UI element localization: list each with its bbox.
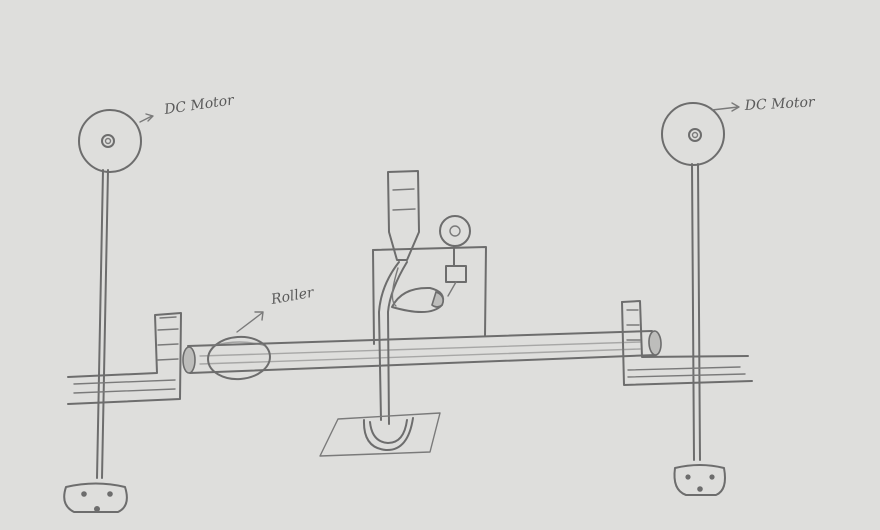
paper-highlight [0,0,880,530]
mechanism-sketch: DC Motor DC Motor [0,0,880,530]
